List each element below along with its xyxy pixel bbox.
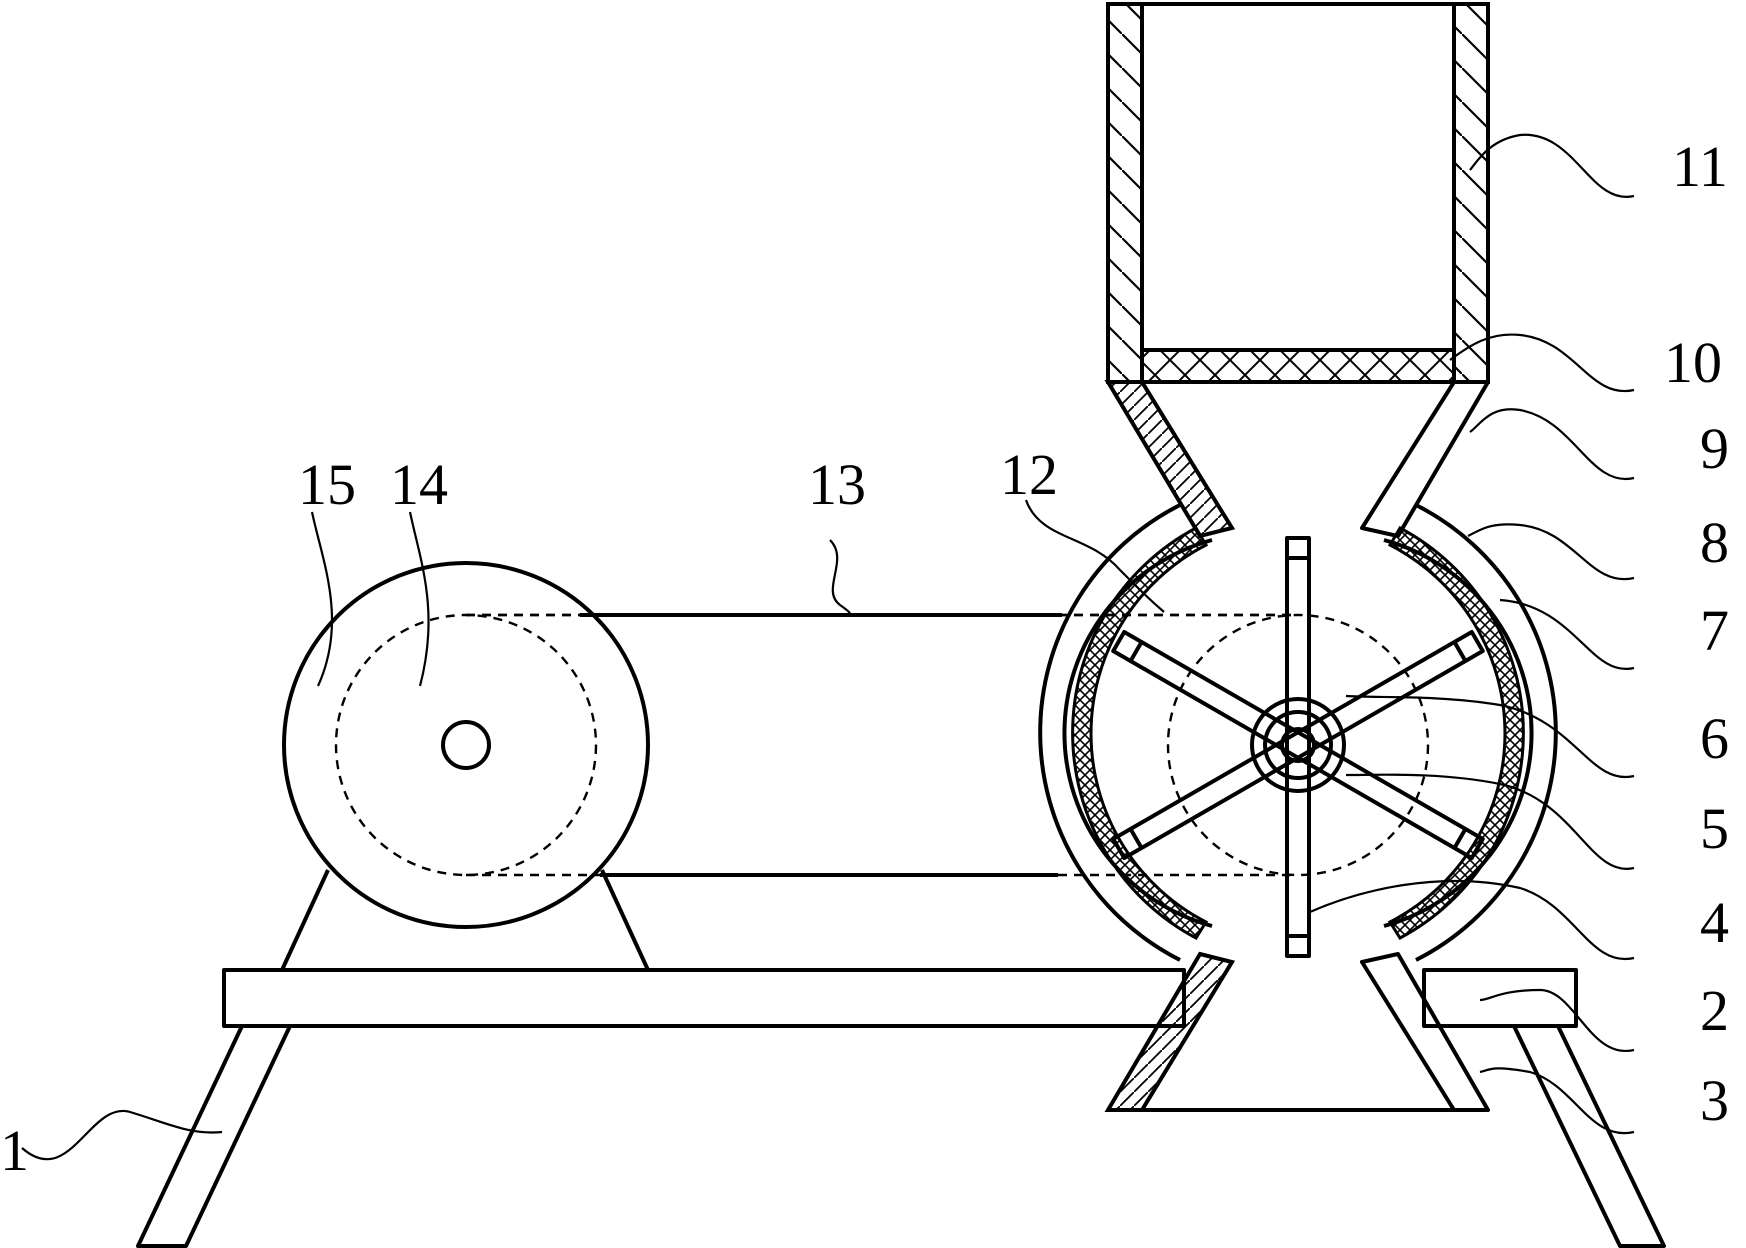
label-1: 1 xyxy=(0,1118,29,1183)
label-12: 12 xyxy=(1000,442,1058,507)
label-8: 8 xyxy=(1700,510,1729,575)
part-labels: 1 2 3 4 5 6 7 8 9 10 11 12 13 14 15 xyxy=(0,134,1729,1183)
hopper xyxy=(1106,2,1490,384)
crushing-chamber xyxy=(1038,503,1558,962)
label-14: 14 xyxy=(390,452,448,517)
label-7: 7 xyxy=(1700,598,1729,663)
motor-support xyxy=(280,869,650,971)
right-leg xyxy=(1512,1024,1666,1248)
label-5: 5 xyxy=(1700,796,1729,861)
label-10: 10 xyxy=(1664,330,1722,395)
label-15: 15 xyxy=(298,452,356,517)
leader-lines xyxy=(21,133,1635,1161)
label-13: 13 xyxy=(808,452,866,517)
label-4: 4 xyxy=(1700,890,1729,955)
upper-funnel xyxy=(1104,380,1490,539)
label-9: 9 xyxy=(1700,416,1729,481)
label-6: 6 xyxy=(1700,706,1729,771)
drive-belt xyxy=(466,613,1296,877)
left-leg xyxy=(136,1024,292,1248)
rotor xyxy=(1111,536,1485,958)
motor xyxy=(282,561,1296,929)
lower-funnel xyxy=(1104,951,1490,1112)
label-11: 11 xyxy=(1672,134,1728,199)
label-2: 2 xyxy=(1700,978,1729,1043)
label-3: 3 xyxy=(1700,1068,1729,1133)
